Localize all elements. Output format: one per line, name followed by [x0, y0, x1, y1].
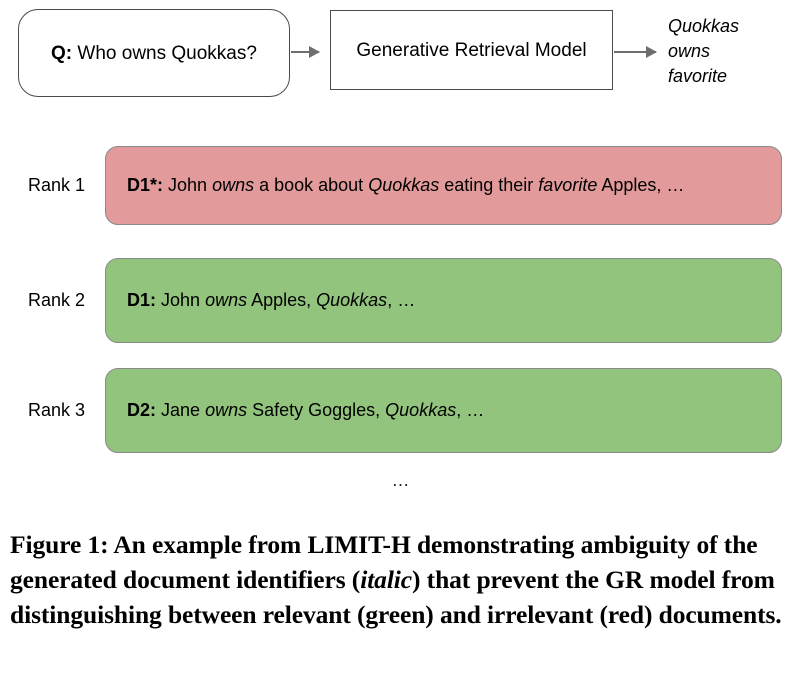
document-box-rank-2: D1: John owns Apples, Quokkas, … [105, 258, 782, 343]
output-line: owns [668, 41, 711, 61]
emphasized-term: owns [212, 175, 255, 196]
query-text: Q: Who owns Quokkas? [51, 44, 257, 63]
text-run: , … [387, 290, 416, 311]
text-run: Safety Goggles, [247, 400, 386, 421]
document-box-rank-1: D1*: John owns a book about Quokkas eati… [105, 146, 782, 225]
text-run: , … [456, 400, 485, 421]
rank-row: Rank 3 D2: Jane owns Safety Goggles, Quo… [0, 368, 801, 453]
document-id: D1*: [127, 175, 164, 196]
text-run: Jane [156, 400, 206, 421]
generative-retrieval-model-box: Generative Retrieval Model [330, 10, 613, 90]
text-run: eating their [439, 175, 539, 196]
document-text: D1*: John owns a book about Quokkas eati… [127, 174, 684, 197]
output-line: Quokkas [668, 16, 740, 36]
rank-label: Rank 2 [28, 290, 86, 310]
document-id: D1: [127, 290, 157, 311]
list-truncation-ellipsis: … [391, 470, 410, 490]
document-body: John owns Apples, Quokkas, … [156, 290, 415, 310]
emphasized-term: Quokkas [385, 400, 457, 421]
rank-row: Rank 1 D1*: John owns a book about Quokk… [0, 146, 801, 225]
query-box: Q: Who owns Quokkas? [18, 9, 290, 97]
emphasized-term: Quokkas [368, 175, 440, 196]
ranked-results-list: Rank 1 D1*: John owns a book about Quokk… [0, 140, 801, 510]
rank-label: Rank 1 [28, 175, 86, 195]
figure-caption: Figure 1: An example from LIMIT-H demons… [10, 527, 795, 632]
document-text: D1: John owns Apples, Quokkas, … [127, 289, 415, 312]
pipeline-diagram: Q: Who owns Quokkas? Generative Retrieva… [0, 0, 801, 115]
document-box-rank-3: D2: Jane owns Safety Goggles, Quokkas, … [105, 368, 782, 453]
document-text: D2: Jane owns Safety Goggles, Quokkas, … [127, 399, 484, 422]
query-prefix: Q: [51, 42, 73, 64]
emphasized-term: owns [205, 400, 248, 421]
emphasized-term: italic [360, 565, 413, 594]
text-run: Apples, … [597, 175, 685, 196]
text-run: ) that prevent the GR model from disting… [10, 565, 782, 629]
output-line: favorite [668, 66, 728, 86]
model-output-identifiers: Quokkas owns favorite [668, 14, 798, 89]
query-body: Who owns Quokkas? [72, 42, 257, 64]
model-box-label: Generative Retrieval Model [356, 39, 587, 61]
rank-label: Rank 3 [28, 400, 86, 420]
text-run: John [156, 290, 206, 311]
document-body: John owns a book about Quokkas eating th… [163, 175, 684, 195]
text-run: Figure 1: An example from LIMIT-H demons… [10, 530, 758, 594]
rank-row: Rank 2 D1: John owns Apples, Quokkas, … [0, 258, 801, 343]
text-run: a book about [254, 175, 369, 196]
emphasized-term: Quokkas [316, 290, 388, 311]
document-id: D2: [127, 400, 157, 421]
emphasized-term: favorite [538, 175, 598, 196]
emphasized-term: owns [205, 290, 248, 311]
text-run: Apples, [247, 290, 317, 311]
text-run: John [163, 175, 213, 196]
document-body: Jane owns Safety Goggles, Quokkas, … [156, 400, 484, 420]
arrow-right-icon-query-to-model [291, 46, 320, 58]
arrow-right-icon-model-to-output [614, 46, 657, 58]
